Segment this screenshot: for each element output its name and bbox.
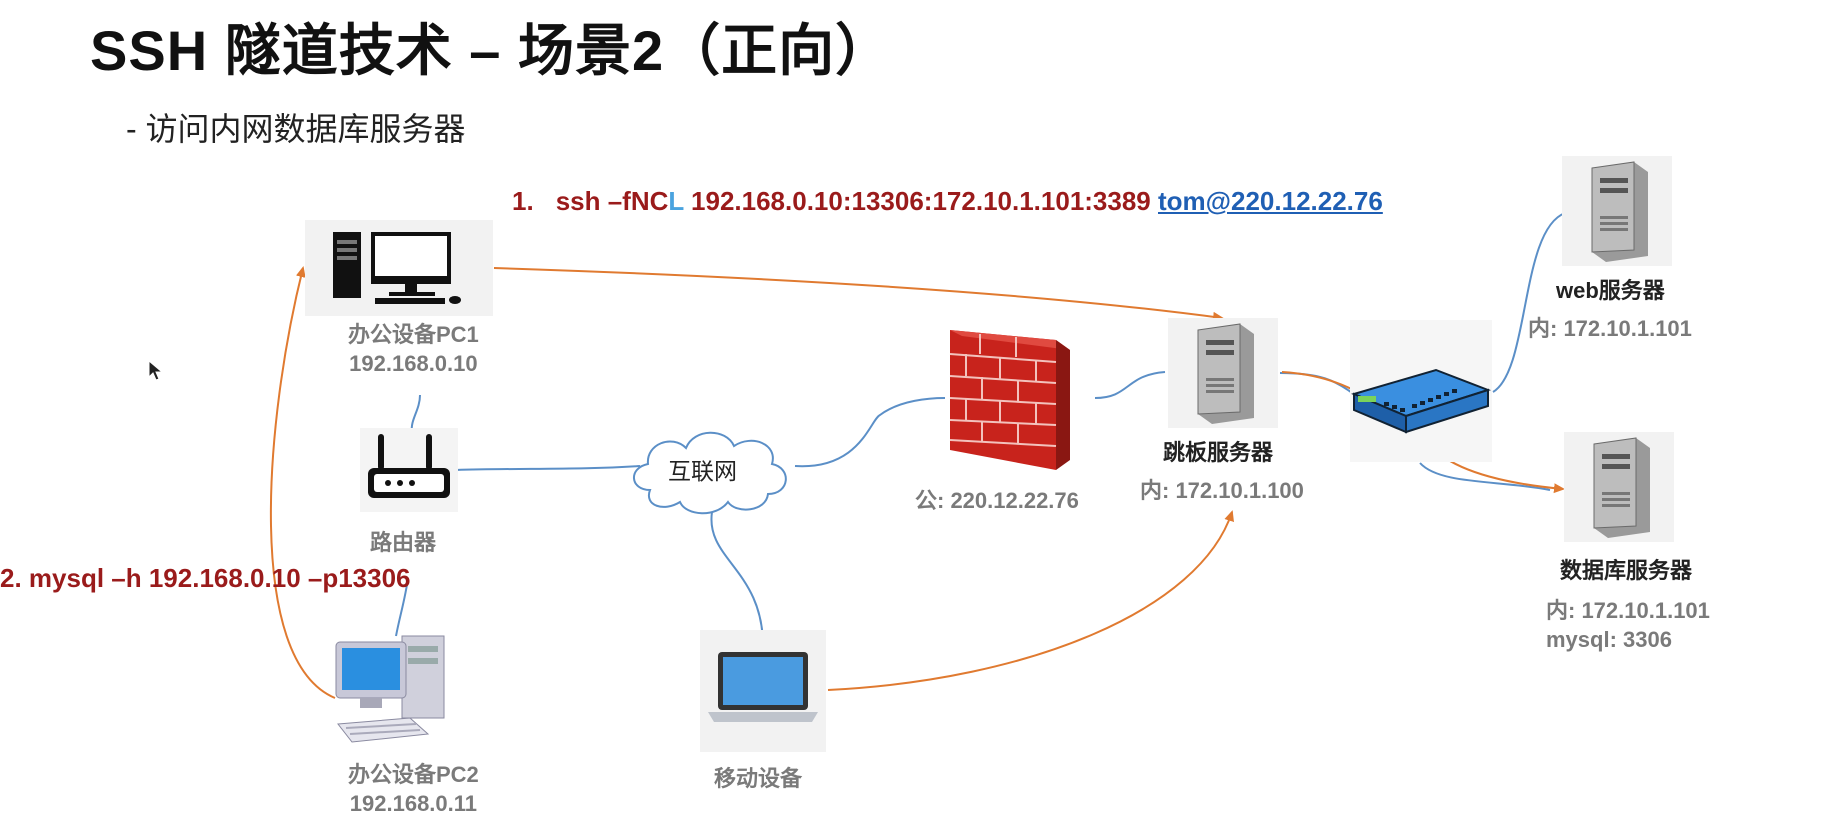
- router-label: 路由器: [370, 530, 437, 555]
- server-icon: [1168, 318, 1278, 428]
- desktop-pc-icon: [335, 635, 445, 743]
- web-server-inner-ip: 内: 172.10.1.101: [1528, 316, 1692, 341]
- router-icon: [360, 428, 458, 512]
- cable-pc1-router: [410, 394, 421, 433]
- cursor-icon: [148, 360, 164, 381]
- pc1-label: 办公设备PC1 192.168.0.10: [348, 320, 479, 378]
- pc1-name: 办公设备PC1: [348, 322, 479, 347]
- step1-command: 1. ssh –fNCL 192.168.0.10:13306:172.10.1.…: [512, 186, 1383, 217]
- network-switch-icon: [1350, 320, 1492, 462]
- internet-label: 互联网: [668, 458, 737, 484]
- pc2-ip: 192.168.0.11: [349, 791, 478, 816]
- pc1-ip: 192.168.0.10: [349, 351, 478, 376]
- step1-forward: 192.168.0.10:13306:172.10.1.101:3389: [683, 186, 1158, 216]
- web-server-name: web服务器: [1556, 278, 1665, 303]
- cable-router-pc2: [395, 577, 409, 637]
- firewall-public-ip: 公: 220.12.22.76: [915, 488, 1079, 513]
- step1-target-link[interactable]: tom@220.12.22.76: [1158, 186, 1383, 216]
- tunnel-mobile-to-jump: [827, 510, 1234, 691]
- mobile-label: 移动设备: [714, 766, 803, 791]
- firewall-icon: [949, 330, 1070, 470]
- pc2-label: 办公设备PC2 192.168.0.11: [348, 760, 479, 818]
- db-server-name: 数据库服务器: [1560, 558, 1693, 583]
- slide-title: SSH 隧道技术 – 场景2（正向）: [90, 19, 893, 82]
- db-server-details: 内: 172.10.1.101 mysql: 3306: [1546, 596, 1710, 654]
- jump-server-inner-ip: 内: 172.10.1.100: [1140, 478, 1304, 503]
- cable-internet-firewall: [794, 397, 946, 468]
- step1-prefix: ssh –fNC: [555, 186, 669, 216]
- slide-subtitle: - 访问内网数据库服务器: [126, 111, 466, 147]
- tunnel-pc2-to-pc1: [269, 266, 336, 699]
- step1-flag: L: [668, 186, 684, 216]
- server-icon: [1562, 156, 1672, 266]
- db-server-port: mysql: 3306: [1546, 627, 1672, 652]
- jump-server-name: 跳板服务器: [1163, 440, 1274, 465]
- server-icon: [1564, 432, 1674, 542]
- desktop-computer-icon: [305, 220, 493, 316]
- cable-firewall-jump: [1094, 371, 1166, 399]
- cloud-icon: [633, 431, 787, 515]
- cable-internet-mobile: [710, 511, 765, 651]
- laptop-icon: [700, 630, 826, 752]
- tunnel-pc1-to-jump: [493, 267, 1224, 322]
- db-server-inner-ip: 内: 172.10.1.101: [1546, 598, 1710, 623]
- cable-router-internet: [455, 465, 641, 471]
- cable-switch-web: [1492, 212, 1566, 393]
- step1-number: 1.: [512, 186, 534, 216]
- step2-command: 2. mysql –h 192.168.0.10 –p13306: [0, 563, 411, 593]
- cable-switch-db: [1419, 462, 1551, 491]
- pc2-name: 办公设备PC2: [348, 762, 479, 787]
